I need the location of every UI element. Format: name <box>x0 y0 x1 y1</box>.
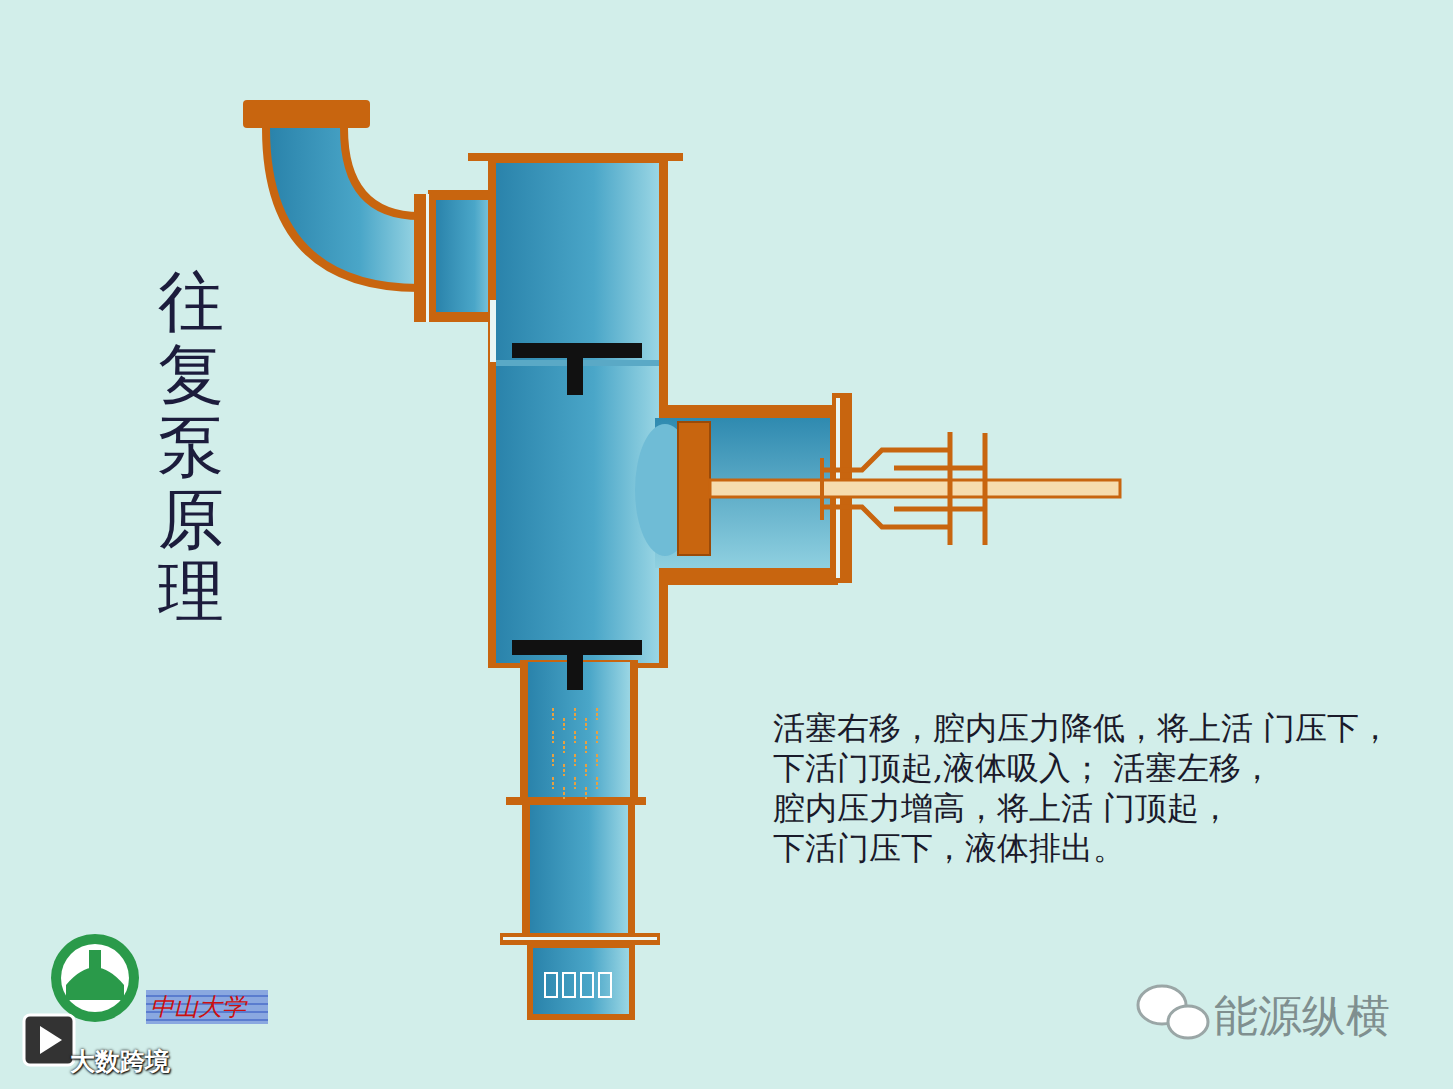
pump-body <box>468 153 852 668</box>
page-title: 往复泵原理 <box>158 266 224 629</box>
flow-dash <box>585 741 587 753</box>
flow-dash <box>563 764 565 776</box>
piston <box>678 422 1120 555</box>
liquid-flow <box>553 708 597 799</box>
flow-dash <box>574 754 576 766</box>
flow-dash <box>552 708 554 720</box>
flow-dash <box>552 754 554 766</box>
flow-dash <box>574 708 576 720</box>
flow-dash <box>563 787 565 799</box>
explanation-note: 活塞右移，腔内压力降低，将上活 门压下，下活门顶起,液体吸入； 活塞左移，腔内压… <box>773 708 1393 868</box>
play-icon <box>24 1015 74 1065</box>
university-name: 中山大学 <box>150 992 268 1022</box>
watermark: 能源纵横 <box>1214 990 1444 1042</box>
valves <box>512 343 642 690</box>
flow-dash <box>585 718 587 730</box>
flow-dash <box>596 777 598 789</box>
flow-dash <box>552 777 554 789</box>
university-logo <box>51 934 268 1024</box>
flow-dash <box>585 787 587 799</box>
flow-dash <box>596 731 598 743</box>
flow-dash <box>552 731 554 743</box>
suction-pipe <box>500 660 660 1020</box>
flow-dash <box>596 708 598 720</box>
flow-dash <box>585 764 587 776</box>
watermark: 大数跨境 <box>70 1046 210 1078</box>
flow-dash <box>563 718 565 730</box>
outlet-nozzle <box>414 190 500 322</box>
flow-dash <box>596 754 598 766</box>
flow-dash <box>563 741 565 753</box>
flow-dash <box>574 731 576 743</box>
wechat-icon <box>1138 986 1208 1038</box>
flow-dash <box>574 777 576 789</box>
outlet-elbow <box>243 100 420 292</box>
